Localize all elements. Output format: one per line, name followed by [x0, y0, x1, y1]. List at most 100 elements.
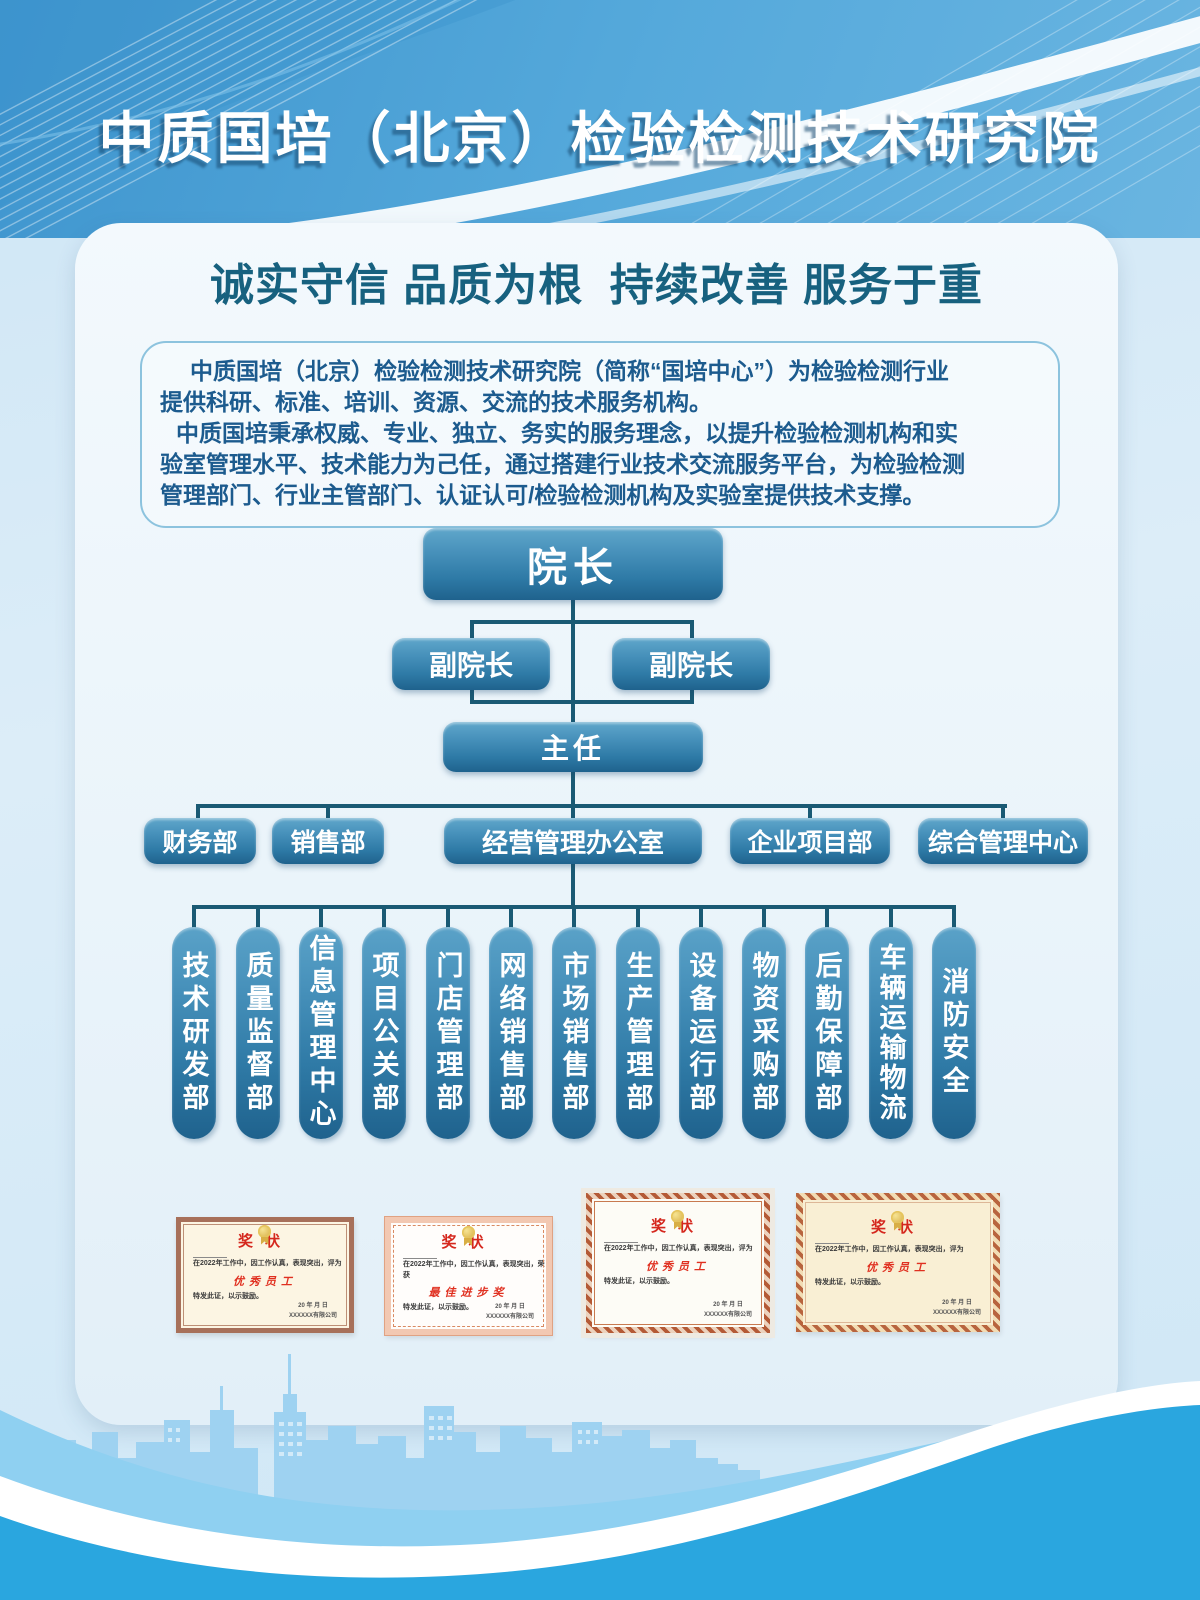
certificate-title-text: 奖状: [441, 1234, 495, 1251]
certificate-text: 在2022年工作中，因工作认真，表现突出，荣获: [403, 1261, 545, 1279]
connector-line: [571, 598, 575, 726]
slogan-text: 诚实守信 品质为根 持续改善 服务于重: [210, 261, 983, 310]
name-underline: [815, 1243, 849, 1244]
name-underline: [193, 1257, 227, 1258]
page-title: 中质国培（北京）检验检测技术研究院: [98, 107, 1102, 170]
connector-line: [470, 620, 694, 624]
intro-line: 提供科研、标准、培训、资源、交流的技术服务机构。: [160, 389, 712, 415]
certificate-text: 在2022年工作中，因工作认真，表现突出，评为: [193, 1260, 342, 1267]
org-box-department: 企业项目部: [730, 818, 890, 864]
certificate-date: 20 年 月 日: [713, 1301, 743, 1308]
org-pill-section: 消防安全: [932, 927, 976, 1139]
certificate-date: 20 年 月 日: [495, 1303, 525, 1310]
org-box-label: 副院长: [428, 650, 513, 681]
medal-icon: [258, 1225, 271, 1238]
certificate-title-text: 奖状: [238, 1233, 292, 1250]
certificate-text: 在2022年工作中，因工作认真，表现突出，评为: [604, 1245, 753, 1252]
connector-line: [196, 804, 1007, 808]
certificate: 奖状 在2022年工作中，因工作认真，表现突出，荣获 最佳进步奖 特发此证，以示…: [385, 1217, 552, 1335]
org-box-label: 院长: [527, 546, 619, 590]
certificate-company: XXXXXX有限公司: [288, 1312, 337, 1319]
connector-line: [382, 905, 386, 929]
org-pill-section: 物资采购部: [742, 927, 786, 1139]
org-box-vice-director: 副院长: [392, 638, 550, 690]
certificate-company: XXXXXX有限公司: [703, 1311, 752, 1318]
connector-line: [1001, 804, 1005, 822]
org-box-vice-director: 副院长: [612, 638, 770, 690]
certificate-footer: 20 年 月 日 XXXXXX有限公司: [704, 1300, 752, 1320]
org-box-department: 销售部: [272, 818, 384, 864]
connector-line: [572, 905, 576, 929]
award-name: 优秀员工: [646, 1259, 710, 1273]
medal-icon: [671, 1210, 684, 1223]
certificate-text: 在2022年工作中，因工作认真，表现突出，评为: [815, 1246, 964, 1253]
intro-line: 中质国培（北京）检验检测技术研究院（简称“国培中心”）为检验检测行业: [190, 358, 949, 384]
bottom-wave-decoration: [0, 1354, 1200, 1600]
certificate-footer: 20 年 月 日 XXXXXX有限公司: [486, 1302, 534, 1322]
award-name: 最佳进步奖: [428, 1286, 509, 1299]
connector-line: [762, 905, 766, 929]
certificate-date: 20 年 月 日: [298, 1302, 328, 1309]
connector-line: [699, 905, 703, 929]
org-box-chief: 主任: [443, 722, 703, 772]
certificate-company: XXXXXX有限公司: [932, 1309, 981, 1316]
org-box-label: 企业项目部: [747, 829, 873, 857]
connector-line: [952, 905, 956, 929]
certificate-title: 奖状: [592, 1210, 764, 1236]
org-box-label: 主任: [540, 733, 605, 764]
connector-line: [509, 905, 513, 929]
org-pill-section: 门店管理部: [426, 927, 470, 1139]
name-underline: [604, 1242, 638, 1243]
certificate: 奖状 在2022年工作中，因工作认真，表现突出，评为 优秀员工 特发此证，以示鼓…: [586, 1193, 770, 1333]
connector-line: [470, 700, 694, 704]
connector-line: [808, 804, 812, 822]
org-box-label: 销售部: [290, 829, 366, 857]
connector-line: [319, 905, 323, 929]
connector-line: [192, 905, 196, 929]
org-pill-section: 质量监督部: [236, 927, 280, 1139]
org-box-label: 副院长: [648, 650, 733, 681]
connector-line: [571, 862, 575, 907]
org-box-label: 经营管理办公室: [481, 827, 664, 858]
certificate: 奖状 在2022年工作中，因工作认真，表现突出，评为 优秀员工 特发此证，以示鼓…: [796, 1193, 1000, 1332]
certificate-text: 特发此证，以示鼓励。: [815, 1278, 885, 1286]
org-pill-section: 网络销售部: [489, 927, 533, 1139]
intro-line: 管理部门、行业主管部门、认证认可/检验检测机构及实验室提供技术支撑。: [160, 482, 926, 508]
certificate-title-text: 奖状: [651, 1218, 705, 1235]
certificate-title: 奖状: [391, 1226, 546, 1252]
org-box-director: 院长: [423, 528, 723, 600]
certificate-text: 特发此证，以示鼓励。: [403, 1304, 473, 1311]
org-box-department: 综合管理中心: [918, 818, 1088, 864]
intro-line: 中质国培秉承权威、专业、独立、务实的服务理念，以提升检验检测机构和实: [176, 420, 958, 446]
certificate-text: 特发此证，以示鼓励。: [193, 1292, 263, 1300]
certificate-footer: 20 年 月 日 XXXXXX有限公司: [933, 1298, 981, 1318]
name-underline: [403, 1258, 437, 1259]
connector-line: [889, 905, 893, 929]
award-name: 优秀员工: [866, 1260, 930, 1274]
org-pill-section: 项目公关部: [362, 927, 406, 1139]
certificate-title: 奖状: [803, 1211, 993, 1237]
org-pill-section: 生产管理部: [616, 927, 660, 1139]
connector-line: [636, 905, 640, 929]
connector-line: [256, 905, 260, 929]
certificate-title-text: 奖状: [871, 1219, 925, 1236]
org-box-label: 综合管理中心: [927, 829, 1078, 857]
connector-line: [571, 770, 575, 806]
certificate: 奖状 在2022年工作中，因工作认真，表现突出，评为 优秀员工 特发此证，以示鼓…: [176, 1217, 354, 1333]
connector-line: [326, 804, 330, 822]
certificate-company: XXXXXX有限公司: [485, 1313, 534, 1320]
certificate-date: 20 年 月 日: [942, 1299, 972, 1306]
connector-line: [196, 804, 200, 822]
connector-line: [571, 804, 575, 822]
header-banner: 中质国培（北京）检验检测技术研究院: [0, 0, 1200, 238]
certificate-footer: 20 年 月 日 XXXXXX有限公司: [289, 1301, 337, 1321]
org-pill-section: 市场销售部: [552, 927, 596, 1139]
org-pill-section: 技术研发部: [172, 927, 216, 1139]
org-pill-section: 车辆运输物流: [869, 927, 913, 1139]
skyline-windows: [168, 1416, 598, 1456]
intro-box: 中质国培（北京）检验检测技术研究院（简称“国培中心”）为检验检测行业 提供科研、…: [140, 341, 1060, 528]
header-decoration: [0, 0, 1200, 238]
medal-icon: [891, 1211, 904, 1224]
org-pill-section: 设备运行部: [679, 927, 723, 1139]
